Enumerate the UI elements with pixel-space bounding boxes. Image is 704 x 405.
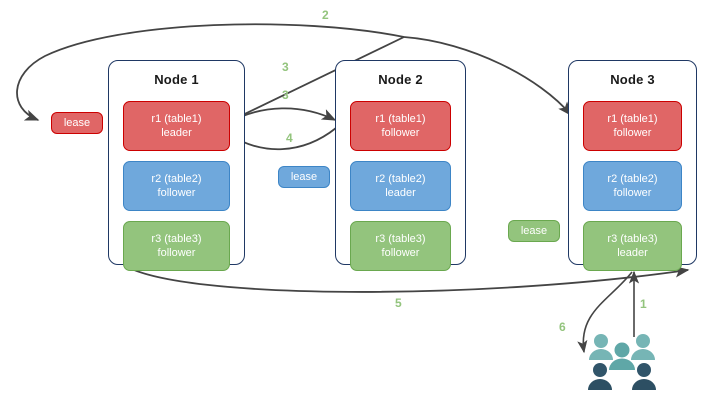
node3-replica-r2: r2 (table2) follower (583, 161, 682, 211)
node1-replica-r3-name: r3 (table3) (151, 233, 202, 245)
node1-replica-r3-role: follower (157, 247, 196, 259)
node3-title: Node 3 (610, 72, 655, 87)
node1-replica-r3: r3 (table3) follower (123, 221, 230, 271)
node3-replica-r3: r3 (table3) leader (583, 221, 682, 271)
node1-replica-r2: r2 (table2) follower (123, 161, 230, 211)
node3-replica-r1-role: follower (613, 127, 652, 139)
lease-badge-r3: lease (508, 220, 560, 242)
node2-replica-r2-name: r2 (table2) (375, 173, 426, 185)
edge-label-6: 6 (559, 320, 566, 334)
node3-replica-r1-name: r1 (table1) (607, 113, 658, 125)
node2-replica-r2-role: leader (385, 187, 416, 199)
node3-replica-r2-name: r2 (table2) (607, 173, 658, 185)
lease-badge-r1: lease (51, 112, 103, 134)
node2-replica-r3-role: follower (381, 247, 420, 259)
node1-replica-r1: r1 (table1) leader (123, 101, 230, 151)
node2-replica-r3-name: r3 (table3) (375, 233, 426, 245)
node3-replica-r3-role: leader (617, 247, 648, 259)
node2-replica-r1: r1 (table1) follower (350, 101, 451, 151)
node3-replica-r2-role: follower (613, 187, 652, 199)
node3-replica-r3-name: r3 (table3) (607, 233, 658, 245)
edge-4-path (228, 127, 337, 151)
node3-replica-r1: r1 (table1) follower (583, 101, 682, 151)
lease-badge-r3-label: lease (520, 225, 548, 237)
node2-replica-r1-name: r1 (table1) (375, 113, 426, 125)
node1-replica-r2-name: r2 (table2) (151, 173, 202, 185)
edge-label-4: 4 (286, 131, 293, 145)
users-icon (588, 334, 656, 390)
edge-label-3-lower: 3 (282, 88, 289, 102)
edge-label-2: 2 (322, 8, 329, 22)
node-box-node1: Node 1 r1 (table1) leader r2 (table2) fo… (108, 60, 245, 271)
node-box-node3: Node 3 r1 (table1) follower r2 (table2) … (568, 60, 697, 271)
node1-replica-r2-role: follower (157, 187, 196, 199)
edge-label-3-upper: 3 (282, 60, 289, 74)
node1-title: Node 1 (154, 72, 199, 87)
lease-badge-r2: lease (278, 166, 330, 188)
node1-replica-r1-name: r1 (table1) (151, 113, 202, 125)
node2-replica-r2: r2 (table2) leader (350, 161, 451, 211)
lease-badge-r1-label: lease (63, 117, 91, 129)
edge-label-1: 1 (640, 297, 647, 311)
node-box-node2: Node 2 r1 (table1) follower r2 (table2) … (335, 60, 466, 271)
lease-badge-r2-label: lease (290, 171, 318, 183)
node2-replica-r1-role: follower (381, 127, 420, 139)
node1-replica-r1-role: leader (161, 127, 192, 139)
edge-label-5: 5 (395, 296, 402, 310)
node2-title: Node 2 (378, 72, 423, 87)
node2-replica-r3: r3 (table3) follower (350, 221, 451, 271)
